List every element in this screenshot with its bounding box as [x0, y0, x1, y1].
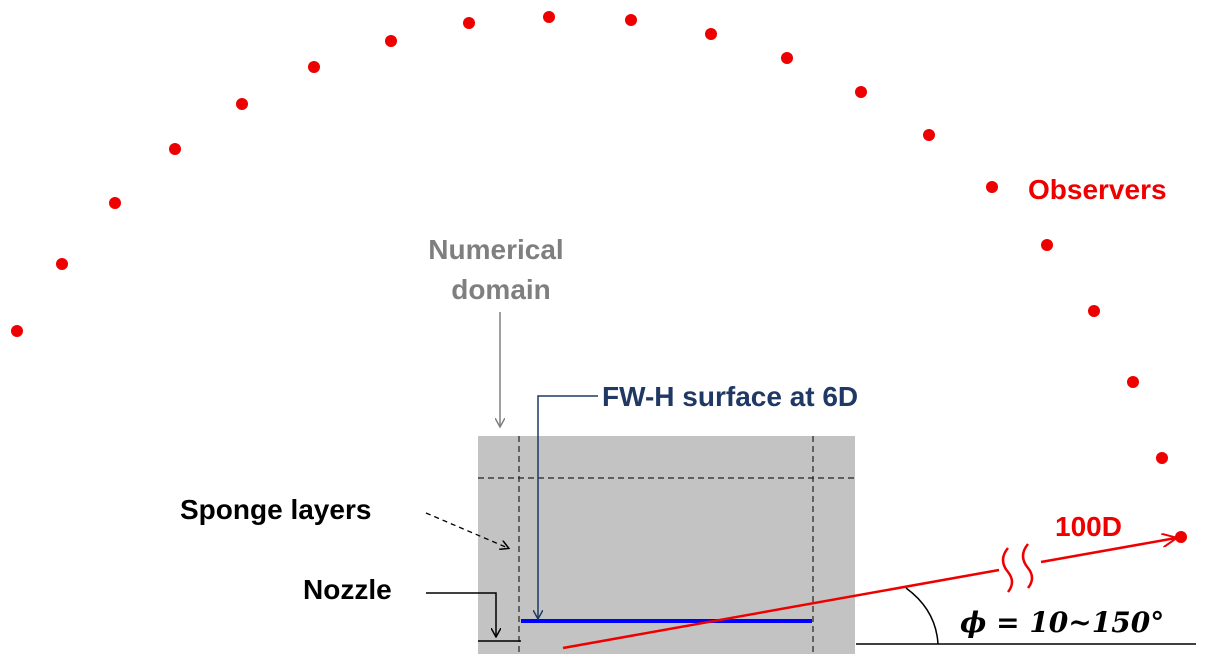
observer-point [308, 61, 320, 73]
observer-point [169, 143, 181, 155]
observer-point [109, 197, 121, 209]
distance-label: 100D [1055, 511, 1122, 542]
observer-point [705, 28, 717, 40]
observer-direction-line [562, 568, 1000, 650]
axis-break-symbol [1001, 543, 1034, 593]
fwh-surface-label: FW-H surface at 6D [602, 381, 858, 412]
observer-point [1156, 452, 1168, 464]
observer-point [923, 129, 935, 141]
numerical-domain-label-line1: Numerical [428, 234, 563, 265]
observer-point [385, 35, 397, 47]
nozzle-label: Nozzle [303, 574, 392, 605]
numerical-domain-label-line2: domain [451, 274, 551, 305]
observer-point [1041, 239, 1053, 251]
angle-arc [905, 587, 939, 645]
observer-point [781, 52, 793, 64]
nozzle-leader [426, 592, 496, 636]
observer-point [625, 14, 637, 26]
observer-points [11, 11, 1187, 543]
observer-point [11, 325, 23, 337]
observer-point [56, 258, 68, 270]
observer-point [1175, 531, 1187, 543]
observers-label: Observers [1028, 174, 1167, 205]
observer-point [986, 181, 998, 193]
sponge-layers-label: Sponge layers [180, 494, 371, 525]
sponge-layers-leader [425, 512, 508, 548]
observer-point [236, 98, 248, 110]
distance-arrow [1040, 538, 1176, 564]
observer-point [543, 11, 555, 23]
angle-label: ϕ = 10~150° [960, 606, 1164, 639]
fwh-surface-leader [538, 395, 598, 618]
observer-point [1127, 376, 1139, 388]
observer-point [855, 86, 867, 98]
observer-point [1088, 305, 1100, 317]
observer-point [463, 17, 475, 29]
